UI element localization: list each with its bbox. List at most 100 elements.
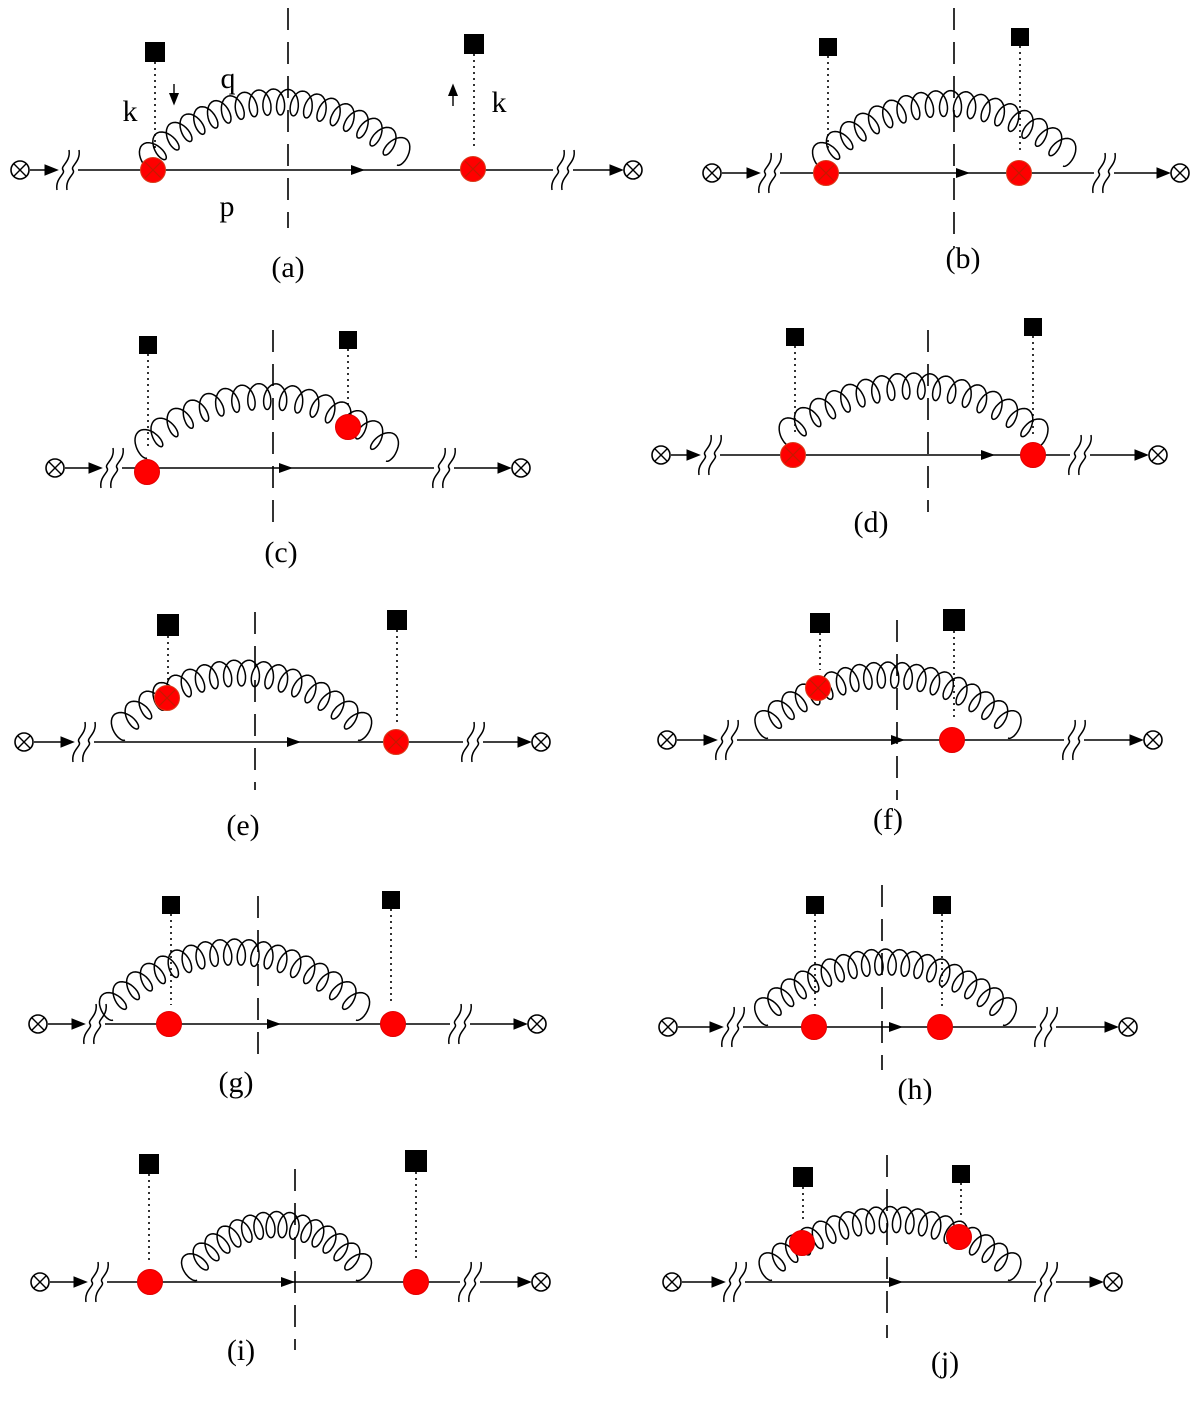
red-dot-icon [1020,442,1046,468]
black-square-icon [933,896,951,914]
red-dot-icon [939,727,965,753]
panel-e: (e) [14,610,551,842]
circle-times-icon [511,458,531,478]
double-slash-icon [1068,434,1092,476]
panel-caption: (d) [854,506,889,539]
black-square-icon [806,896,824,914]
gluon-line [811,89,1077,172]
circle-times-icon [1170,163,1190,183]
circle-times-icon [623,160,643,180]
circle-times-icon [45,458,65,478]
double-slash-icon [1062,719,1086,761]
black-square-icon [339,331,357,349]
red-dot-icon [134,459,160,485]
black-square-icon [786,328,804,346]
black-square-icon [464,34,484,54]
double-slash-icon [432,447,456,489]
arrow-icon [889,1022,903,1032]
panel-b: (b) [702,8,1190,275]
double-slash-icon [72,721,96,763]
black-square-icon [1024,318,1042,336]
circle-times-icon [527,1014,547,1034]
red-dot-icon [156,1011,182,1037]
panel-c: (c) [45,330,531,569]
black-square-icon [952,1165,970,1183]
momentum-label-k-left: k [123,95,138,128]
panel-f: (f) [657,609,1163,836]
gluon-line [753,948,1018,1027]
momentum-label-k-right: k [492,86,507,119]
red-dot-cross-icon [460,156,486,182]
arrow-icon [267,1019,281,1029]
circle-times-icon [14,732,34,752]
red-dot-cross-icon [780,442,806,468]
arrow-icon [891,735,905,745]
double-slash-icon [1034,1006,1058,1048]
panel-caption: (g) [219,1066,254,1099]
gluon-line [138,88,411,172]
panel-i: (i) [30,1150,551,1367]
double-slash-icon [1092,152,1116,194]
arrow-icon [281,1277,295,1287]
gluon-line [754,661,1022,740]
black-square-icon [157,614,179,636]
arrow-icon [287,737,301,747]
panel-caption: (c) [264,536,297,569]
double-slash-icon [100,447,124,489]
red-dot-icon [335,414,361,440]
circle-times-icon [28,1014,48,1034]
black-square-icon [819,38,837,56]
panel-caption: (a) [271,251,304,284]
double-slash-icon [85,1261,109,1303]
panel-caption: (f) [873,803,903,836]
panel-j: (j) [662,1155,1123,1379]
red-dot-cross-icon [140,157,166,183]
double-slash-icon [56,149,80,191]
gluon-line [98,938,371,1022]
panel-caption: (h) [898,1073,933,1106]
circle-times-icon [662,1272,682,1292]
panel-d: (d) [651,318,1168,539]
black-square-icon [1011,28,1029,46]
red-dot-cross-icon [154,685,180,711]
panel-caption: (i) [227,1334,255,1367]
gluon-line [110,659,373,742]
black-square-icon [943,609,965,631]
black-square-icon [145,42,165,62]
circle-times-icon [702,163,722,183]
circle-times-icon [10,160,30,180]
double-slash-icon [448,1003,472,1045]
momentum-label-q: q [221,62,236,95]
black-square-icon [162,896,180,914]
circle-times-icon [1118,1017,1138,1037]
red-dot-icon [801,1014,827,1040]
double-slash-icon [721,1006,745,1048]
gluon-line [778,372,1049,449]
circle-times-icon [30,1272,50,1292]
red-dot-icon [380,1011,406,1037]
red-dot-cross-icon [1006,160,1032,186]
red-dot-icon [137,1269,163,1295]
double-slash-icon [461,721,485,763]
double-slash-icon [758,152,782,194]
arrow-icon [279,463,293,473]
double-slash-icon [698,434,722,476]
arrow-icon [956,168,970,178]
red-dot-cross-icon [813,160,839,186]
double-slash-icon [551,149,575,191]
circle-times-icon [1143,730,1163,750]
circle-times-icon [531,732,551,752]
circle-times-icon [1148,445,1168,465]
circle-times-icon [531,1272,551,1292]
red-dot-icon [927,1014,953,1040]
arrow-icon [351,165,365,175]
arrow-icon [889,1277,903,1287]
panel-caption: (b) [946,242,981,275]
red-dot-cross-icon [383,729,409,755]
double-slash-icon [83,1003,107,1045]
circle-times-icon [651,445,671,465]
black-square-icon [793,1167,813,1187]
red-dot-icon [403,1269,429,1295]
gluon-line [180,1210,373,1282]
